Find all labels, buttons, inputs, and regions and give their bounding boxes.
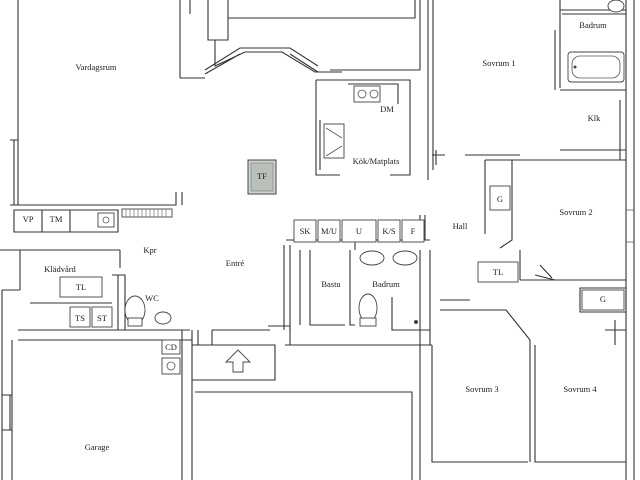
- label-vardagsrum: Vardagsrum: [75, 62, 116, 72]
- label-u: U: [356, 226, 362, 236]
- label-kpr: Kpr: [143, 245, 156, 255]
- label-badrum-top: Badrum: [579, 20, 607, 30]
- room-labels: Vardagsrum Badrum Sovrum 1 Klk DM Kök/Ma…: [23, 20, 608, 452]
- label-sovrum3: Sovrum 3: [465, 384, 498, 394]
- label-badrum: Badrum: [372, 279, 400, 289]
- label-sk: SK: [300, 226, 312, 236]
- label-klk: Klk: [588, 113, 602, 123]
- label-vp: VP: [23, 214, 34, 224]
- label-mu: M/U: [321, 226, 337, 236]
- label-wc: WC: [145, 293, 159, 303]
- label-dm: DM: [380, 104, 394, 114]
- up-arrow-icon: [224, 349, 252, 373]
- label-hall: Hall: [453, 221, 468, 231]
- label-g-right: G: [600, 294, 606, 304]
- label-garage: Garage: [85, 442, 110, 452]
- label-bastu: Bastu: [321, 279, 341, 289]
- label-st: ST: [97, 313, 108, 323]
- label-kladvard: Klädvård: [44, 264, 76, 274]
- label-tl-left: TL: [76, 282, 86, 292]
- label-f: F: [411, 226, 416, 236]
- label-tl-right: TL: [493, 267, 503, 277]
- label-ts: TS: [75, 313, 85, 323]
- label-sovrum4: Sovrum 4: [563, 384, 597, 394]
- label-ks: K/S: [382, 226, 396, 236]
- label-g-left: G: [497, 194, 503, 204]
- label-sovrum1: Sovrum 1: [482, 58, 515, 68]
- label-sovrum2: Sovrum 2: [559, 207, 592, 217]
- label-kok: Kök/Matplats: [353, 156, 400, 166]
- label-entre: Entré: [226, 258, 245, 268]
- fixtures: [59, 0, 634, 375]
- label-tm: TM: [50, 214, 63, 224]
- label-cd: CD: [165, 342, 177, 352]
- label-tf: TF: [257, 171, 267, 181]
